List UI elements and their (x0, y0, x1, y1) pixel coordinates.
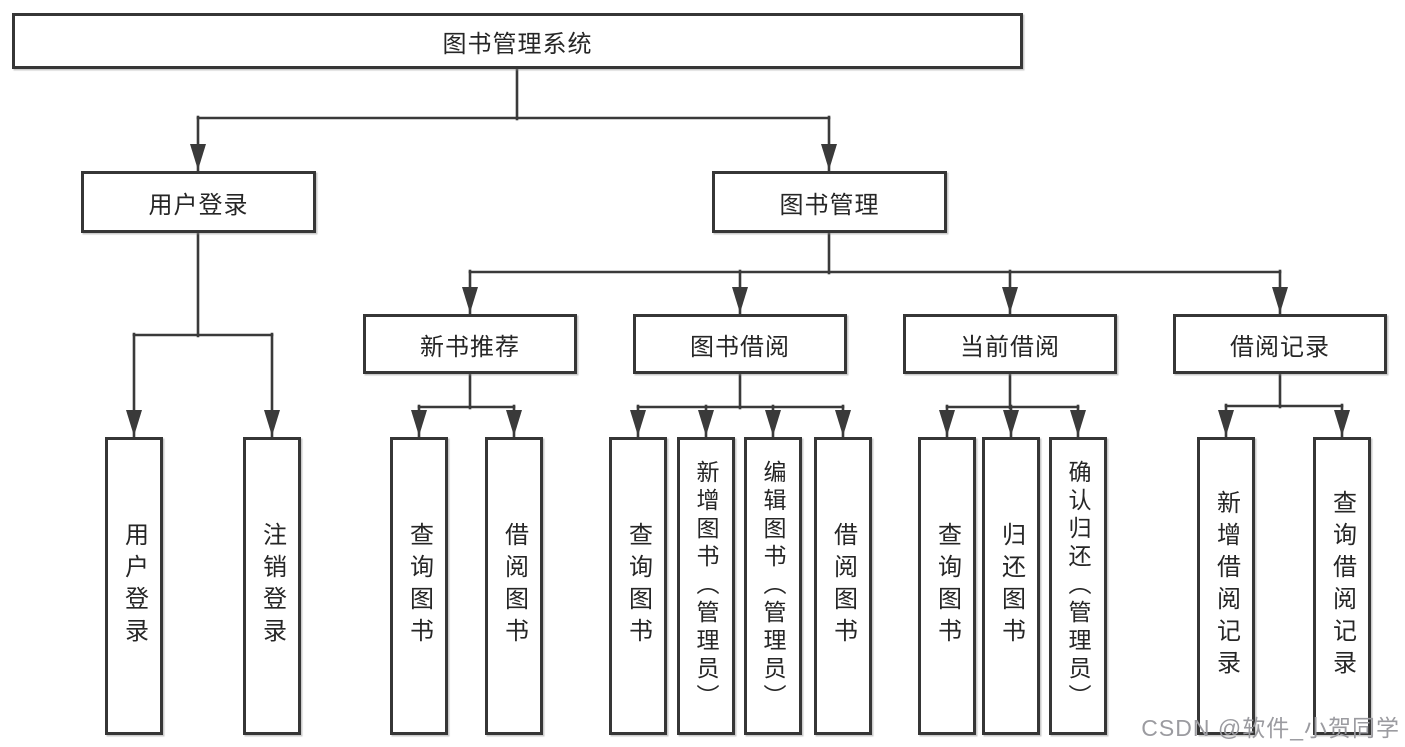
leaf-query-books-borrow: 查询图书 (609, 437, 667, 735)
watermark: CSDN @软件_小贺同学 (1141, 715, 1400, 741)
node-library-system: 图书管理系统 (12, 13, 1023, 69)
node-current-borrowing: 当前借阅 (903, 314, 1117, 374)
leaf-borrow-books: 借阅图书 (814, 437, 872, 735)
leaf-return-books-label: 归还图书 (997, 522, 1025, 650)
leaf-query-books-borrow-label: 查询图书 (624, 522, 652, 650)
leaf-query-books-recommend-label: 查询图书 (405, 522, 433, 650)
leaf-borrow-books-recommend: 借阅图书 (485, 437, 543, 735)
leaf-borrow-books-recommend-label: 借阅图书 (500, 522, 528, 650)
leaf-query-books-current-label: 查询图书 (933, 522, 961, 650)
leaf-confirm-return-admin: 确认归还（管理员） (1049, 437, 1107, 735)
leaf-query-borrow-record: 查询借阅记录 (1313, 437, 1371, 735)
node-current-borrowing-label: 当前借阅 (960, 333, 1060, 361)
leaf-add-borrow-record-label: 新增借阅记录 (1212, 490, 1240, 682)
node-book-management: 图书管理 (712, 171, 947, 233)
leaf-edit-books-admin-label: 编辑图书（管理员） (760, 460, 786, 712)
node-borrowing-records-label: 借阅记录 (1230, 333, 1330, 361)
node-book-borrowing-label: 图书借阅 (690, 333, 790, 361)
leaf-user-login-label: 用户登录 (120, 522, 148, 650)
node-library-system-label: 图书管理系统 (442, 30, 593, 58)
leaf-add-borrow-record: 新增借阅记录 (1197, 437, 1255, 735)
leaf-query-borrow-record-label: 查询借阅记录 (1328, 490, 1356, 682)
node-book-borrowing: 图书借阅 (633, 314, 847, 374)
leaf-add-books-admin-label: 新增图书（管理员） (693, 460, 719, 712)
leaf-query-books-recommend: 查询图书 (390, 437, 448, 735)
leaf-add-books-admin: 新增图书（管理员） (677, 437, 735, 735)
node-book-management-label: 图书管理 (779, 191, 880, 219)
leaf-borrow-books-label: 借阅图书 (829, 522, 857, 650)
leaf-edit-books-admin: 编辑图书（管理员） (744, 437, 802, 735)
leaf-query-books-current: 查询图书 (918, 437, 976, 735)
leaf-user-login: 用户登录 (105, 437, 163, 735)
node-borrowing-records: 借阅记录 (1173, 314, 1387, 374)
node-user-login: 用户登录 (81, 171, 316, 233)
leaf-confirm-return-admin-label: 确认归还（管理员） (1065, 460, 1091, 712)
node-new-book-recommend: 新书推荐 (363, 314, 577, 374)
leaf-logout: 注销登录 (243, 437, 301, 735)
node-new-book-recommend-label: 新书推荐 (420, 333, 520, 361)
leaf-logout-label: 注销登录 (258, 522, 286, 650)
node-user-login-label: 用户登录 (148, 191, 249, 219)
leaf-return-books: 归还图书 (982, 437, 1040, 735)
